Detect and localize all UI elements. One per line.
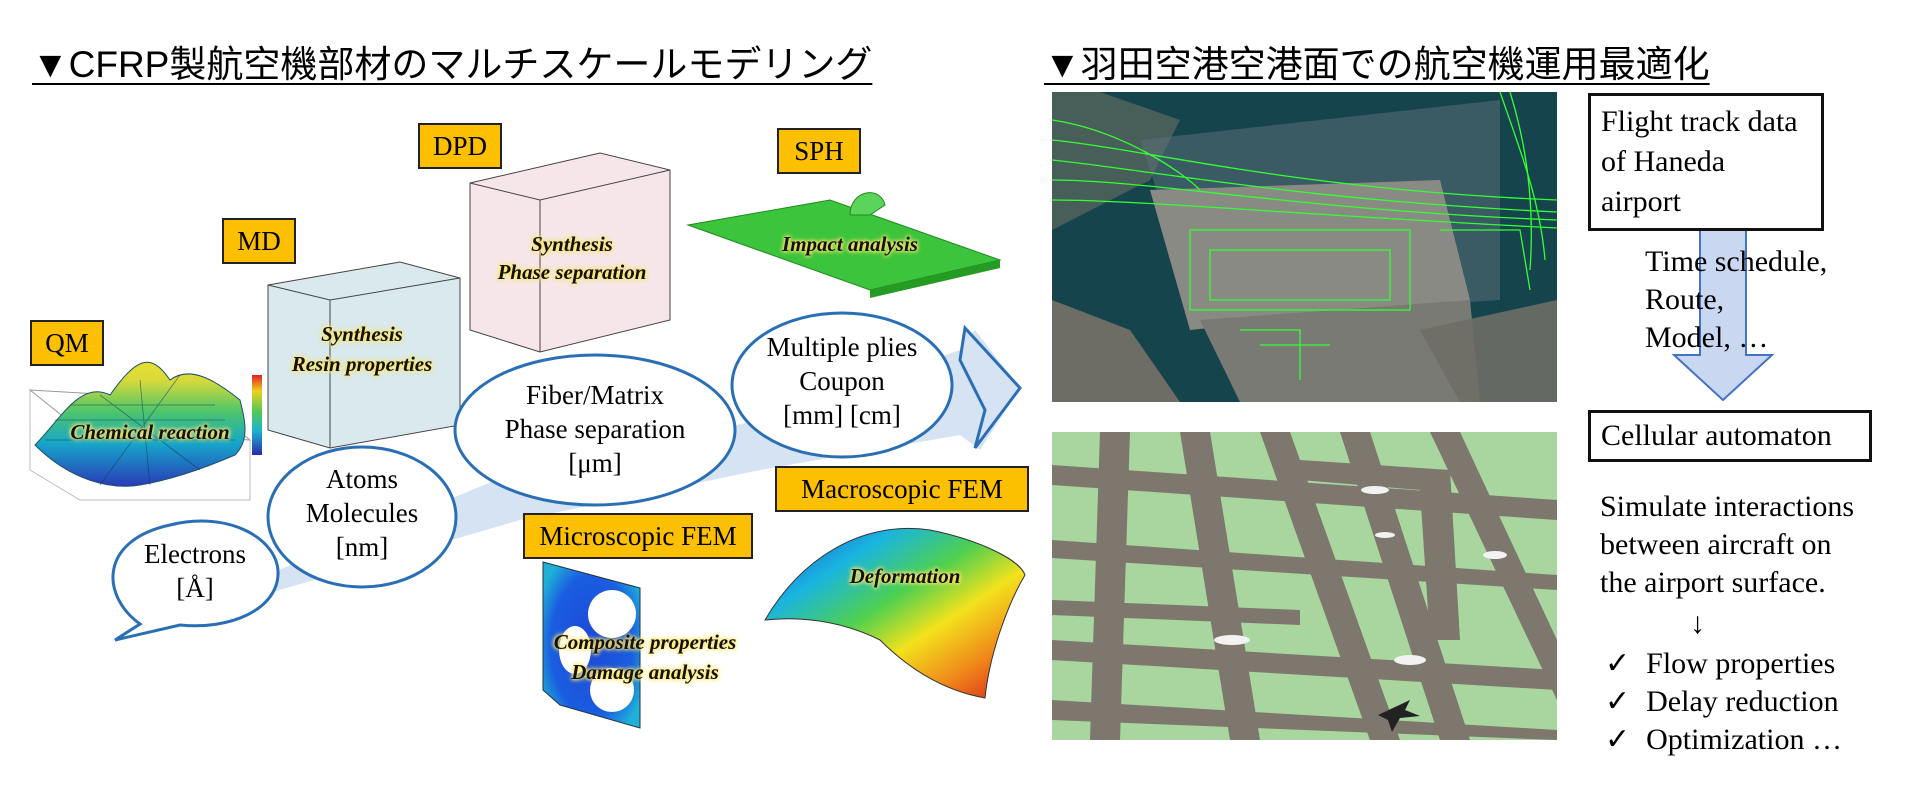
satellite-image [1052,92,1557,402]
check-item: ✓ Optimization … [1605,721,1842,759]
tag-sph: SPH [777,128,861,174]
check-icon: ✓ [1605,647,1631,680]
caption-micro-1: Composite properties [553,630,737,654]
md-box [267,261,461,449]
check-icon: ✓ [1605,685,1631,718]
caption-qm: Chemical reaction [70,420,230,444]
check-item: ✓ Flow properties [1605,645,1842,683]
macro-fem-shell [764,528,1026,699]
multiscale-graphic [28,152,1026,729]
cellular-automaton-box: Cellular automaton [1588,410,1872,462]
fiber-ellipse [453,353,737,507]
tag-md: MD [222,218,296,264]
caption-dpd-1: Synthesis [531,232,613,256]
check-icon: ✓ [1605,723,1631,756]
check-item: ✓ Delay reduction [1605,683,1842,721]
arrow-caption: Time schedule,Route,Model, … [1645,245,1828,354]
tag-macro-fem: Macroscopic FEM [775,466,1029,512]
right-heading: ▼羽田空港空港面での航空機運用最適化 [1044,44,1710,85]
plies-ellipse [730,311,954,459]
sph-plate [686,192,1002,298]
tag-dpd: DPD [418,123,502,169]
scale-electrons: Electrons[Å] [144,539,246,603]
check-list: ✓ Flow properties ✓ Delay reduction ✓ Op… [1605,645,1842,759]
simulation-view [1052,432,1557,740]
tag-qm: QM [30,320,104,366]
micro-fem-plate [542,561,699,729]
tag-micro-fem: Microscopic FEM [523,513,753,559]
caption-sph: Impact analysis [782,232,918,256]
left-heading: ▼CFRP製航空機部材のマルチスケールモデリング [32,44,873,85]
caption-macro: Deformation [849,564,961,588]
result-arrow: ↓ [1690,607,1705,640]
scale-arrow-head [958,324,1022,449]
caption-micro-2: Damage analysis [571,660,719,684]
electrons-ellipse [111,519,280,642]
dpd-box [469,152,671,353]
caption-dpd-2: Phase separation [497,260,647,284]
atoms-ellipse [266,445,458,589]
caption-md-1: Synthesis [321,322,403,346]
qm-surface [28,361,262,501]
caption-md-2: Resin properties [291,352,433,376]
